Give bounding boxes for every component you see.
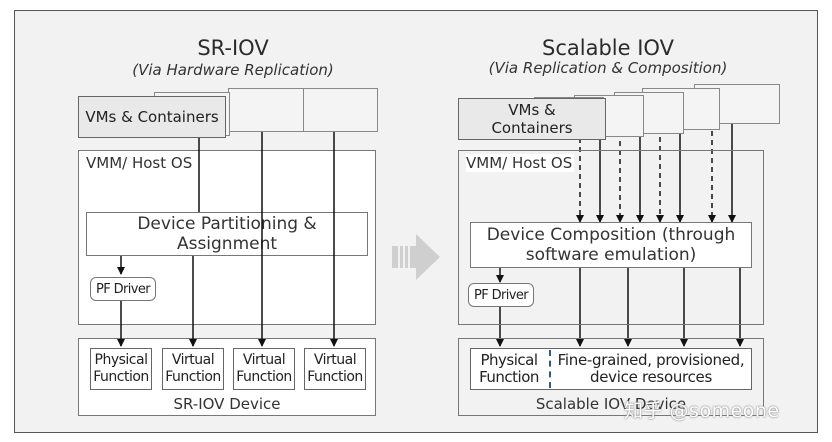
sriov-subtitle: (Via Hardware Replication) [132, 61, 334, 79]
transition-arrow-icon [392, 234, 440, 280]
sriov-function-1-line2: Function [93, 369, 149, 385]
sriov-pf-driver: PF Driver [90, 277, 156, 301]
sriov-partitioning-box: Device Partitioning & Assignment [86, 212, 368, 256]
sriov-partitioning-label: Device Partitioning & Assignment [137, 214, 317, 254]
siov-composition-box: Device Composition (through software emu… [470, 222, 752, 268]
sriov-device-label-text: SR-IOV Device [173, 395, 281, 413]
sriov-pf-driver-label: PF Driver [95, 281, 151, 297]
sriov-device-label: SR-IOV Device [78, 394, 376, 414]
sriov-function-4-line1: Virtual [313, 352, 357, 368]
watermark-text: 知乎 @someone [624, 400, 780, 422]
siov-device-label-text: Scalable IOV Device [535, 395, 687, 413]
siov-device-box [458, 338, 764, 416]
sriov-function-1-line1: Physical [94, 352, 148, 368]
sriov-function-2-line2: Function [165, 369, 221, 385]
siov-vmm-box [458, 150, 764, 325]
siov-physical-function-line1: Physical [480, 351, 538, 369]
siov-composition-label: Device Composition (through software emu… [486, 225, 736, 265]
siov-connectors [496, 122, 744, 347]
siov-pf-driver: PF Driver [468, 283, 534, 307]
sriov-function-3-line2: Function [236, 369, 292, 385]
siov-physical-function-line2: Function [479, 368, 539, 386]
sriov-vms-containers-box: VMs & Containers [78, 96, 226, 138]
vm-stack-back-3 [302, 88, 378, 132]
siov-resources: Fine-grained, provisioned, device resour… [552, 349, 750, 389]
siov-resources-label: Fine-grained, provisioned, device resour… [557, 351, 745, 386]
sriov-title: SR-IOV [197, 36, 269, 60]
siov-subtitle: (Via Replication & Composition) [488, 59, 728, 77]
siov-divider [549, 350, 551, 388]
siov-vmm-label: VMM/ Host OS [466, 154, 575, 172]
sriov-function-4-line2: Function [307, 369, 363, 385]
siov-vms-label: VMs & Containers [491, 101, 573, 137]
sriov-vms-label: VMs & Containers [85, 108, 219, 126]
siov-pf-driver-label: PF Driver [473, 287, 529, 303]
sriov-function-3-line1: Virtual [242, 352, 286, 368]
sriov-connectors [117, 132, 338, 347]
siov-title: Scalable IOV [542, 36, 674, 60]
siov-device-label: Scalable IOV Device [458, 394, 764, 414]
siov-vms-containers-box: VMs & Containers [458, 98, 606, 140]
sriov-function-2-line1: Virtual [171, 352, 215, 368]
sriov-vmm-label: VMM/ Host OS [86, 154, 193, 172]
